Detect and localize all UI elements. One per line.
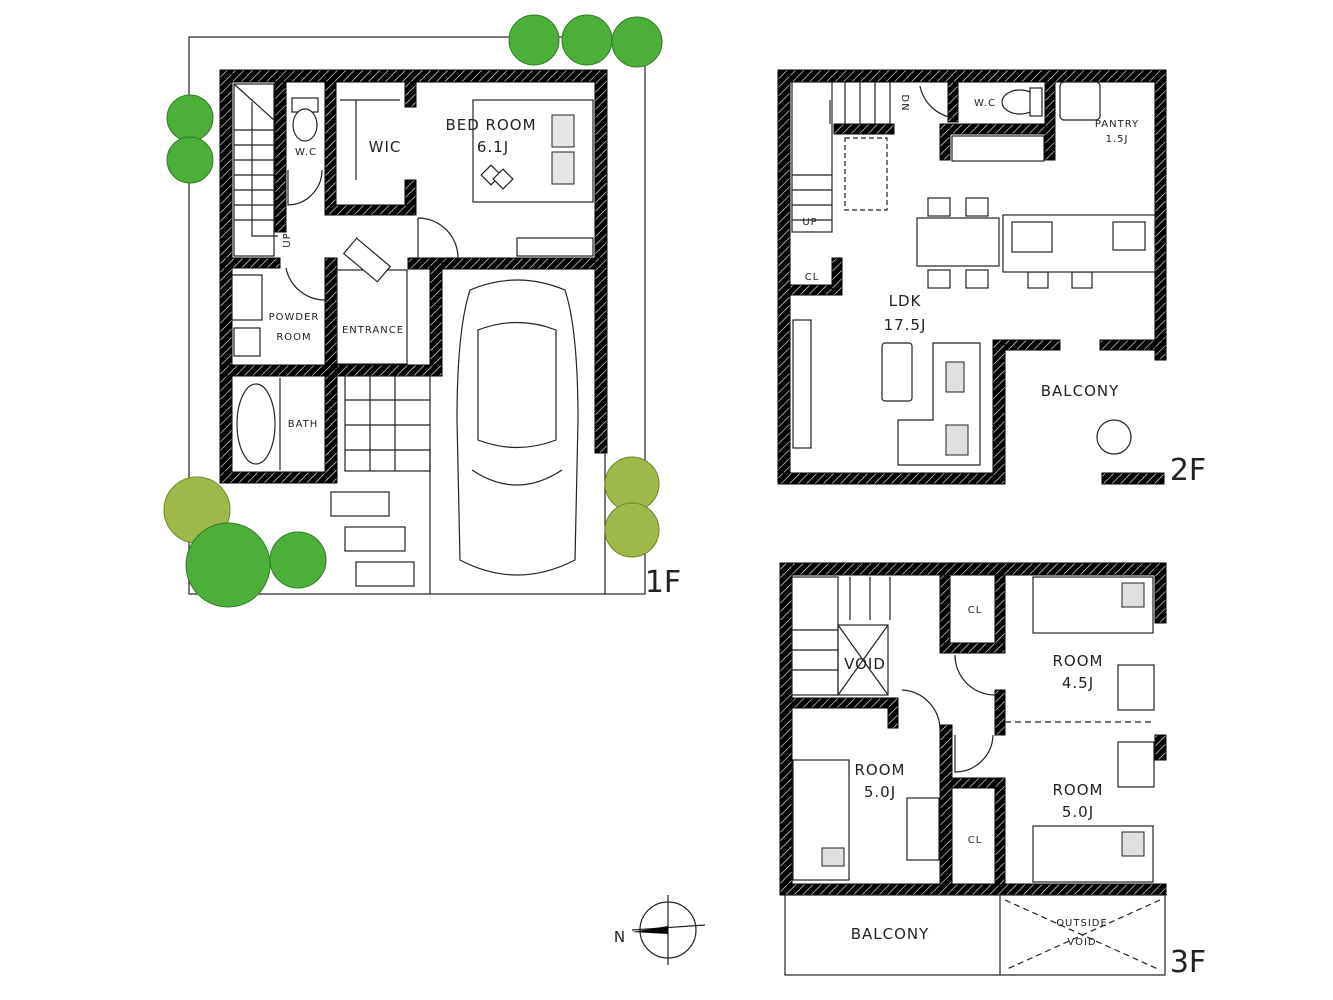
room-size-ldk: 17.5J: [884, 316, 927, 334]
sink-icon: [231, 274, 263, 321]
outside-label: OUTSIDE: [1056, 918, 1108, 929]
room-label-room-c: ROOM: [1053, 781, 1104, 799]
room-label-powder-room: ROOM: [276, 332, 311, 343]
room-label-wic: WIC: [369, 138, 402, 156]
walls-2f: [777, 69, 1167, 485]
coffee-table: [881, 342, 913, 402]
stairs-up-label: UP: [282, 232, 293, 247]
compass-north-label: N: [614, 928, 626, 946]
room-label-bath: BATH: [288, 419, 319, 430]
compass-icon: N: [614, 895, 706, 965]
floor-1f: BED ROOM 6.1J WIC W.C UP POWDER ROOM ENT…: [163, 14, 681, 608]
room-label-room-a: ROOM: [1053, 652, 1104, 670]
stairs-3f: [791, 576, 891, 696]
room-label-bed-room: BED ROOM: [445, 116, 536, 134]
step: [344, 526, 406, 552]
tv-board: [792, 319, 812, 449]
void-label: VOID: [844, 655, 886, 673]
room-label-balcony-2f: BALCONY: [1041, 382, 1120, 400]
room-label-wc-2f: W.C: [974, 98, 996, 109]
floor-2f: DN W.C PANTRY 1.5J UP CL LDK 17.5J BALCO…: [777, 69, 1206, 488]
room-label-room-b: ROOM: [855, 761, 906, 779]
room-label-cl-3f-bottom: CL: [968, 835, 983, 846]
entrance-tiles: [336, 237, 431, 472]
desks-3f: [906, 664, 1155, 861]
toilet-1f: [287, 97, 323, 206]
stairs-1f: [233, 83, 278, 257]
step: [355, 561, 415, 587]
car-icon: [456, 279, 579, 576]
site-boundary: [188, 36, 646, 595]
floor-label-1f: 1F: [645, 565, 681, 600]
room-size-pantry: 1.5J: [1106, 134, 1129, 145]
room-label-ldk: LDK: [889, 292, 922, 310]
stove-icon: [1112, 221, 1146, 251]
bed-1f: [472, 99, 594, 257]
tree-icons: [163, 14, 663, 608]
floor-3f: CL VOID ROOM 4.5J ROOM 5.0J ROOM 5.0J CL…: [779, 562, 1206, 980]
sink-icon: [1011, 221, 1053, 253]
room-label-cl-3f-top: CL: [968, 605, 983, 616]
walls-1f: [219, 69, 608, 484]
dining-table: [916, 217, 1000, 267]
room-label-entrance: ENTRANCE: [342, 325, 404, 336]
room-label-cl-2f: CL: [805, 272, 820, 283]
room-label-balcony-3f: BALCONY: [851, 925, 930, 943]
room-label-pantry: PANTRY: [1095, 119, 1139, 130]
balcony-table: [1096, 419, 1132, 455]
room-label-wc: W.C: [295, 147, 317, 158]
stairs-dn-label: DN: [899, 94, 910, 111]
floor-label-2f: 2F: [1170, 453, 1206, 488]
balcony-3f: [784, 894, 1166, 976]
step: [330, 491, 390, 517]
stairs-up-label-2f: UP: [802, 217, 817, 228]
floor-label-3f: 3F: [1170, 945, 1206, 980]
room-size-room-a: 4.5J: [1062, 674, 1094, 692]
room-size-bed-room: 6.1J: [477, 138, 509, 156]
washer-icon: [233, 327, 261, 357]
bathtub-icon: [236, 383, 276, 465]
stairs-2f: [791, 81, 891, 233]
beds-3f: [792, 576, 1154, 883]
room-label-powder: POWDER: [269, 312, 320, 323]
chairs: [927, 197, 1093, 289]
room-size-room-c: 5.0J: [1062, 803, 1094, 821]
room-size-room-b: 5.0J: [864, 783, 896, 801]
outside-void-label: VOID: [1067, 937, 1096, 948]
fridge-icon: [1059, 81, 1101, 121]
